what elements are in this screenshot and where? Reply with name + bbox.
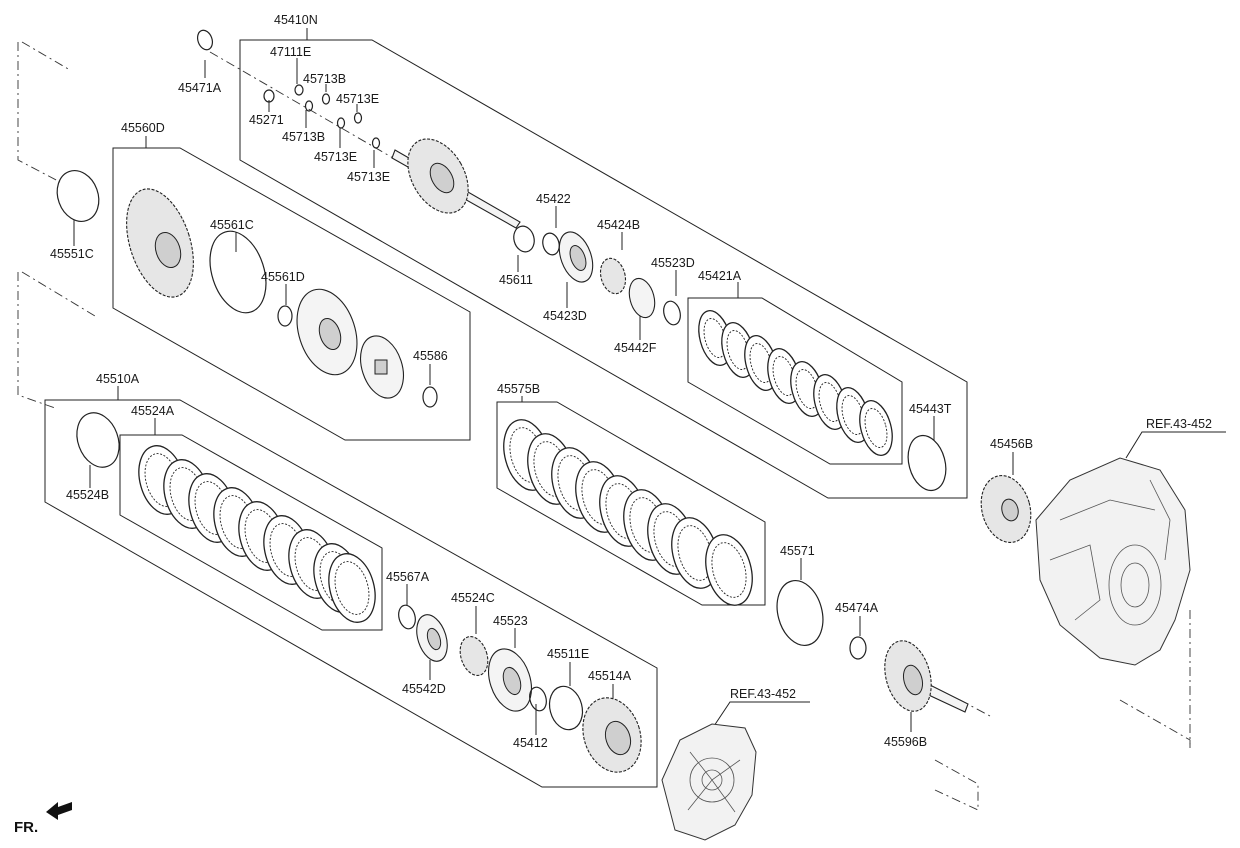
seal-ring-47111E [294,84,304,96]
part-label: 45424B [597,218,640,232]
retainer-hub [154,231,182,269]
ring-45412 [529,686,547,712]
reference-lines [17,41,1191,811]
frame-45575B [496,401,766,606]
snap-ring-45586 [422,386,438,408]
clutch-pack-45575B [503,419,753,606]
part-label: 45510A [96,372,140,386]
seal-45561C [209,230,267,314]
retainer-assembly-45560D [56,170,438,408]
ring-45271 [263,89,275,103]
bearing-45542D-inner [426,627,442,651]
part-label: 45410N [274,13,318,27]
part-label: 45474A [835,601,879,615]
part-label: 45713E [314,150,357,164]
part-label: 45611 [499,273,533,287]
clutch-pack-45421A [698,310,893,456]
ring-45611 [513,225,535,253]
snap-ring-45471A [196,29,214,51]
part-label: 45514A [588,669,632,683]
clutch-plate [859,400,893,456]
bearing-45423D-inner [569,245,587,271]
part-labels: 45410N 47111E 45471A 45713B 45713E 45271… [50,13,1212,750]
part-label: 45596B [884,735,927,749]
transmission-case-cover [661,723,757,841]
reference-label: REF.43-452 [1146,417,1212,431]
frame-45524A [119,434,383,631]
part-label: 45551C [50,247,94,261]
part-label: 45271 [249,113,284,127]
ring-45511E [548,685,584,731]
bearing-45524C [459,636,489,676]
plate-45523-center [502,666,522,696]
part-label: 45511E [547,647,589,661]
part-label: 45542D [402,682,446,696]
snap-ring-45443T [907,434,947,492]
part-label: 45524A [131,404,175,418]
frame-45421A [687,297,903,465]
part-label: 45423D [543,309,587,323]
part-label: 45456B [990,437,1033,451]
part-label: 45571 [780,544,815,558]
hub-45514A-center [604,720,632,756]
piston-center [318,317,342,351]
seal-45713B-lower [304,100,314,112]
part-label: 45443T [909,402,952,416]
front-direction-indicator: FR. [14,802,72,836]
ring-45523D [663,300,681,326]
thrust-bearing-45424B [599,257,627,295]
gear-45596B [884,640,969,713]
part-label: 45575B [497,382,540,396]
leader-lines [73,28,1226,735]
shaft-gear-hub [429,162,455,194]
frame-45510A [44,399,658,788]
part-label: 45412 [513,736,548,750]
spring-retainer-center [374,359,388,375]
part-label: 45567A [386,570,430,584]
part-label: 47111E [270,45,311,59]
front-arrow-icon [46,802,72,820]
snap-ring-45551C [56,170,100,222]
part-label: 45713B [303,72,346,86]
part-label: 45523 [493,614,528,628]
frame-45410N [239,39,968,499]
part-label: 45586 [413,349,448,363]
part-label: 45524B [66,488,109,502]
standalone-parts [776,475,1032,713]
ring-45567A [398,604,416,630]
part-label: 45524C [451,591,495,605]
clutch-plate [328,553,376,623]
part-label: 45523D [651,256,695,270]
seal-45561D [277,305,293,327]
part-label: 45561C [210,218,254,232]
seal-45713E-lower [371,137,381,149]
reference-label: REF.43-452 [730,687,796,701]
ring-45422 [542,232,560,256]
ring-45571 [776,580,824,646]
frame-45560D [112,147,471,441]
part-label: 45421A [698,269,742,283]
ring-45474A [849,636,867,660]
seal-45713B-upper [321,93,331,105]
part-label: 45471A [178,81,222,95]
shaft-assembly-45410N [196,29,947,492]
assembly-frames [44,39,968,788]
seal-45713E-mid [336,117,346,129]
part-label: 45422 [536,192,571,206]
seal-45713E-upper [353,112,363,124]
part-label: 45713E [336,92,379,106]
clutch-assembly-45510A [76,412,642,773]
transmission-case-right [1035,457,1191,666]
gear-45456B [980,475,1032,543]
part-label: 45713E [347,170,390,184]
part-label: 45442F [614,341,657,355]
part-label: 45560D [121,121,165,135]
bearing-45442F [628,277,656,319]
part-label: 45713B [282,130,325,144]
clutch-plate [705,534,753,606]
snap-ring-45524B [76,412,120,468]
part-label: 45561D [261,270,305,284]
front-label: FR. [14,819,38,836]
